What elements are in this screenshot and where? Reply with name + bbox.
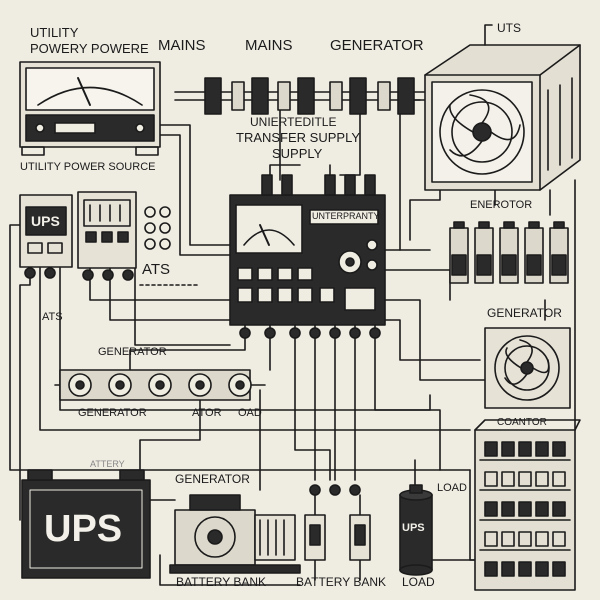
- label-attery: ATTERY: [90, 459, 125, 469]
- label-generator-bottom: GENERATOR: [175, 472, 250, 486]
- label-ups-small: UPS: [31, 213, 60, 229]
- fuses: [304, 484, 371, 561]
- battery-cells: [449, 221, 569, 284]
- label-ups-big: UPS: [44, 508, 123, 550]
- label-generator-mid: GENERATOR: [98, 346, 167, 358]
- load-cabinet: [474, 419, 581, 591]
- label-generator-top: GENERATOR: [330, 37, 424, 54]
- label-generator-right: GENERATOR: [487, 306, 562, 320]
- uts-cabinet: [424, 24, 581, 191]
- label-load-right: LOAD: [437, 482, 467, 494]
- label-utility: UTILITY: [30, 25, 79, 40]
- label-powery-powere: POWERY POWERE: [30, 41, 149, 56]
- label-ats-left: ATS: [42, 311, 63, 323]
- label-mains-1: MAINS: [158, 37, 206, 54]
- label-battery-bank-1: BATTERY BANK: [176, 575, 267, 589]
- mains-insulators: [174, 77, 426, 115]
- utility-meter: [19, 61, 161, 156]
- generator-insulators: [54, 369, 266, 401]
- label-unierted-line2: TRANSFER SUPPLY: [236, 130, 361, 145]
- label-enerotor: ENEROTOR: [470, 199, 533, 211]
- label-oad: OAD: [238, 407, 262, 419]
- label-unterpranty: UNTERPRANTY: [312, 211, 380, 221]
- label-battery-bank-2: BATTERY BANK: [296, 575, 387, 589]
- label-unierted-line3: SUPPLY: [272, 146, 323, 161]
- ups-ats-panels: [19, 191, 201, 286]
- ups-cylinder: [399, 484, 433, 576]
- wiring: [9, 99, 576, 586]
- label-utility-power-source: UTILITY POWER SOURCE: [20, 161, 156, 173]
- ups-battery: [21, 469, 151, 579]
- label-load-bottom: LOAD: [402, 575, 435, 589]
- label-ups-cylinder: UPS: [402, 522, 425, 534]
- label-ats-panel: ATS: [142, 261, 171, 278]
- central-control-panel: [229, 174, 386, 339]
- generator-fan: [484, 327, 571, 409]
- label-coantor: COANTOR: [497, 417, 547, 428]
- label-uts: UTS: [497, 21, 521, 35]
- generator-motor: [169, 494, 301, 574]
- label-ator: ATOR: [192, 407, 222, 419]
- label-mains-2: MAINS: [245, 37, 293, 54]
- label-generator-low: GENERATOR: [78, 407, 147, 419]
- label-unierted-line1: UNIERTEDITLE: [250, 115, 337, 129]
